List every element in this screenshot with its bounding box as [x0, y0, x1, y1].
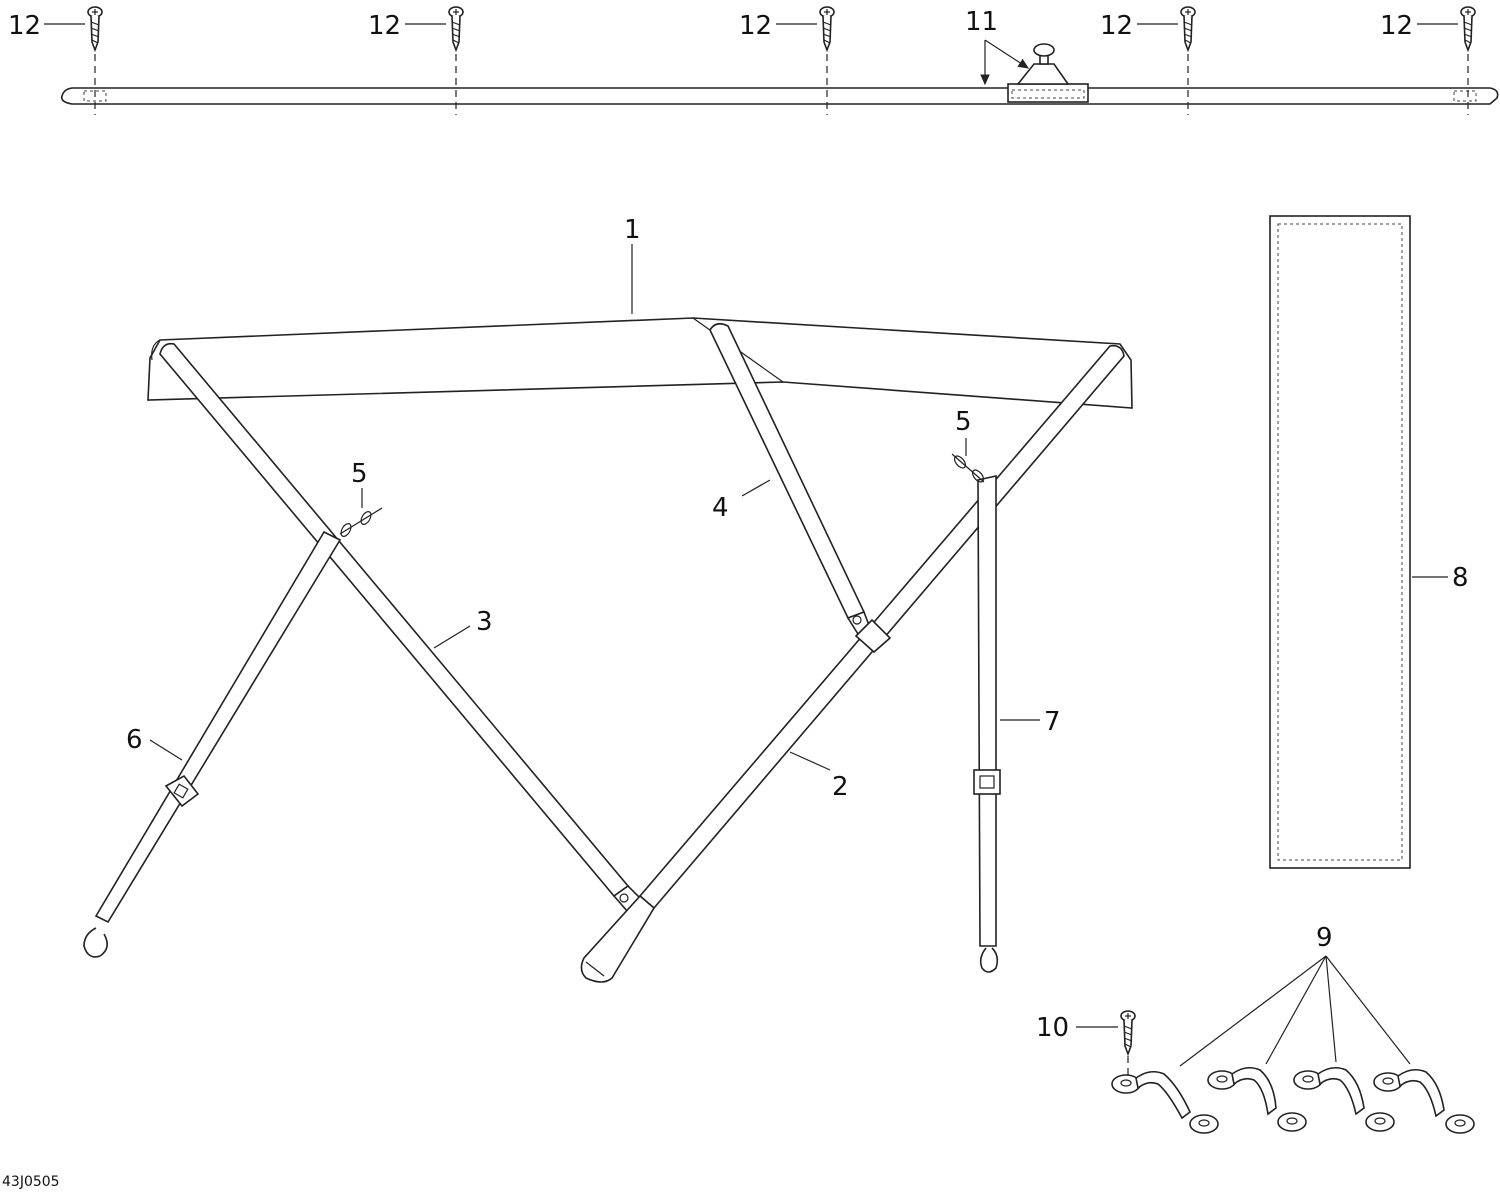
screw-12-a: 12	[8, 6, 103, 115]
screw-12-d: 12	[1100, 6, 1196, 115]
track-rail	[60, 87, 1499, 105]
strap-7: 7	[973, 475, 1061, 973]
callout-6: 6	[126, 725, 143, 755]
callout-4: 4	[712, 493, 729, 523]
rail-slide-11: 11	[965, 7, 1089, 103]
bow-connector	[619, 893, 629, 903]
callout-5-a: 5	[351, 459, 368, 489]
callout-2: 2	[832, 772, 849, 802]
frame-bow-4: 4	[709, 322, 892, 654]
strap-eye-b	[1207, 1066, 1307, 1132]
callout-12-d: 12	[1100, 11, 1133, 41]
callout-12-b: 12	[368, 11, 401, 41]
callout-1: 1	[624, 215, 641, 245]
drawing-reference: 43J0505	[2, 1174, 60, 1190]
callout-10: 10	[1036, 1013, 1069, 1043]
frame-bow-3: 3	[159, 342, 644, 914]
snap-fastener-5-a: 5	[339, 459, 383, 537]
callout-12-e: 12	[1380, 11, 1413, 41]
frame-bow-2: 2	[580, 344, 1125, 983]
screw-12-c: 12	[739, 6, 835, 115]
strap-eye-a	[1111, 1070, 1219, 1134]
snap-fastener-5-b: 5	[951, 407, 985, 483]
strap-6: 6	[83, 530, 342, 958]
canvas-top-1: 1	[147, 215, 1133, 409]
storage-boot-8: 8	[1269, 215, 1469, 869]
strap-eye-d	[1373, 1068, 1475, 1134]
strap-eyes-9: 9	[1111, 923, 1475, 1134]
screw-12-e: 12	[1380, 6, 1476, 115]
callout-8: 8	[1452, 563, 1469, 593]
callout-3: 3	[476, 607, 493, 637]
callout-12-a: 12	[8, 11, 41, 41]
screw-12-b: 12	[368, 6, 464, 115]
callout-9: 9	[1316, 923, 1333, 953]
callout-11: 11	[965, 7, 998, 37]
callout-5-b: 5	[955, 407, 972, 437]
callout-7: 7	[1044, 707, 1061, 737]
strap-eye-c	[1293, 1066, 1395, 1132]
screw-10: 10	[1036, 1010, 1136, 1080]
callout-12-c: 12	[739, 11, 772, 41]
